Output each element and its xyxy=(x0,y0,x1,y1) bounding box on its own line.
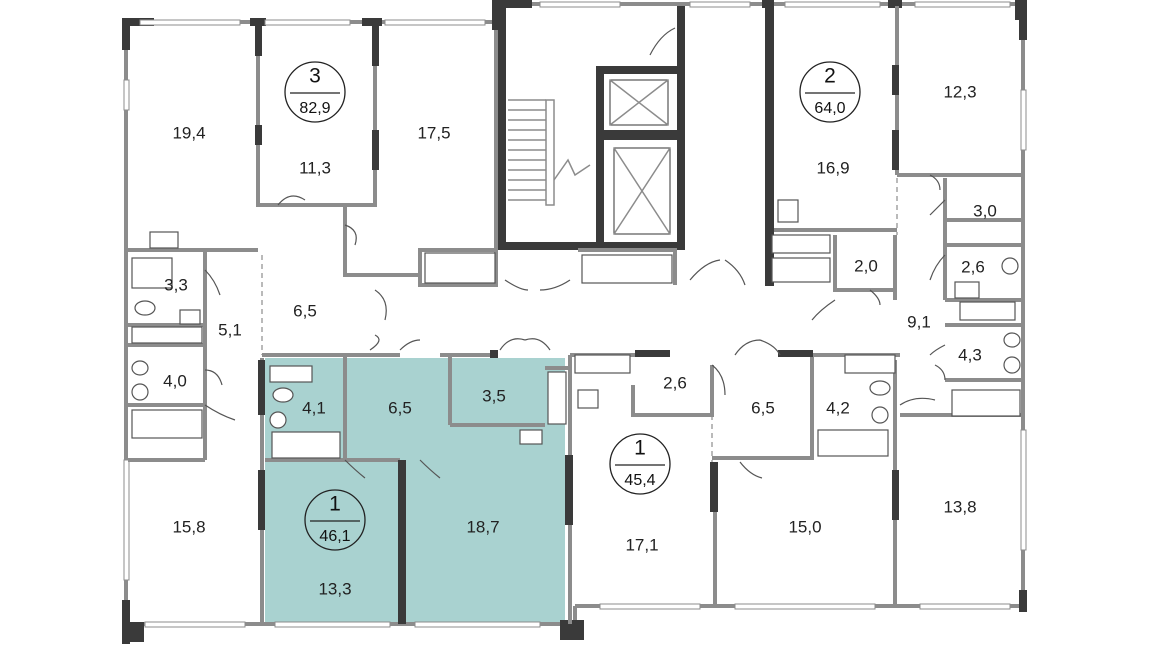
apartment-rooms-count: 1 xyxy=(329,493,341,516)
room-area-label: 11,3 xyxy=(299,158,331,177)
partitions xyxy=(128,6,1023,624)
doors xyxy=(204,174,946,479)
apartment-badge: 3 82,9 xyxy=(284,61,346,123)
room-area-label: 3,3 xyxy=(164,275,188,294)
room-area-label: 9,1 xyxy=(907,312,931,331)
room-area-label: 6,5 xyxy=(293,301,317,320)
room-area-label: 2,6 xyxy=(663,373,687,392)
apartment-badge: 2 64,0 xyxy=(799,61,861,123)
apartment-rooms-count: 3 xyxy=(309,65,321,88)
apartment-total-area: 82,9 xyxy=(299,100,330,117)
room-area-label: 4,2 xyxy=(826,398,850,417)
apartment-rooms-count: 2 xyxy=(824,65,836,88)
apartment-total-area: 46,1 xyxy=(319,528,350,545)
windows xyxy=(123,1,1027,628)
room-area-label: 12,3 xyxy=(943,82,976,101)
apartment-total-area: 45,4 xyxy=(624,472,655,489)
room-area-label: 13,8 xyxy=(943,497,976,516)
room-area-label: 15,0 xyxy=(788,517,821,536)
dark-walls xyxy=(255,6,899,624)
room-area-label: 6,5 xyxy=(388,398,412,417)
room-area-label: 4,1 xyxy=(302,398,326,417)
room-area-label: 2,0 xyxy=(854,256,878,275)
room-area-label: 19,4 xyxy=(172,123,205,142)
dashed-lines xyxy=(261,178,898,462)
room-area-label: 16,9 xyxy=(816,158,849,177)
room-area-label: 13,3 xyxy=(318,579,351,598)
room-area-label: 2,6 xyxy=(961,257,985,276)
room-area-label: 3,0 xyxy=(973,201,997,220)
apartment-badge: 1 45,4 xyxy=(609,433,671,495)
room-area-label: 6,5 xyxy=(751,398,775,417)
core xyxy=(498,6,685,250)
room-area-label: 17,5 xyxy=(417,123,450,142)
apartment-rooms-count: 1 xyxy=(634,437,646,460)
room-area-label: 17,1 xyxy=(625,535,658,554)
room-area-label: 5,1 xyxy=(218,320,242,339)
room-area-label: 3,5 xyxy=(482,386,506,405)
room-area-label: 4,0 xyxy=(163,371,187,390)
apartment-badge: 1 46,1 xyxy=(304,489,366,551)
apartment-total-area: 64,0 xyxy=(814,100,845,117)
room-area-label: 4,3 xyxy=(958,345,982,364)
fixtures xyxy=(131,199,1021,459)
room-labels: 19,4 11,3 17,5 3,3 5,1 6,5 4,0 15,8 4,1 … xyxy=(163,82,997,598)
room-area-label: 15,8 xyxy=(172,517,205,536)
room-area-label: 18,7 xyxy=(466,517,499,536)
